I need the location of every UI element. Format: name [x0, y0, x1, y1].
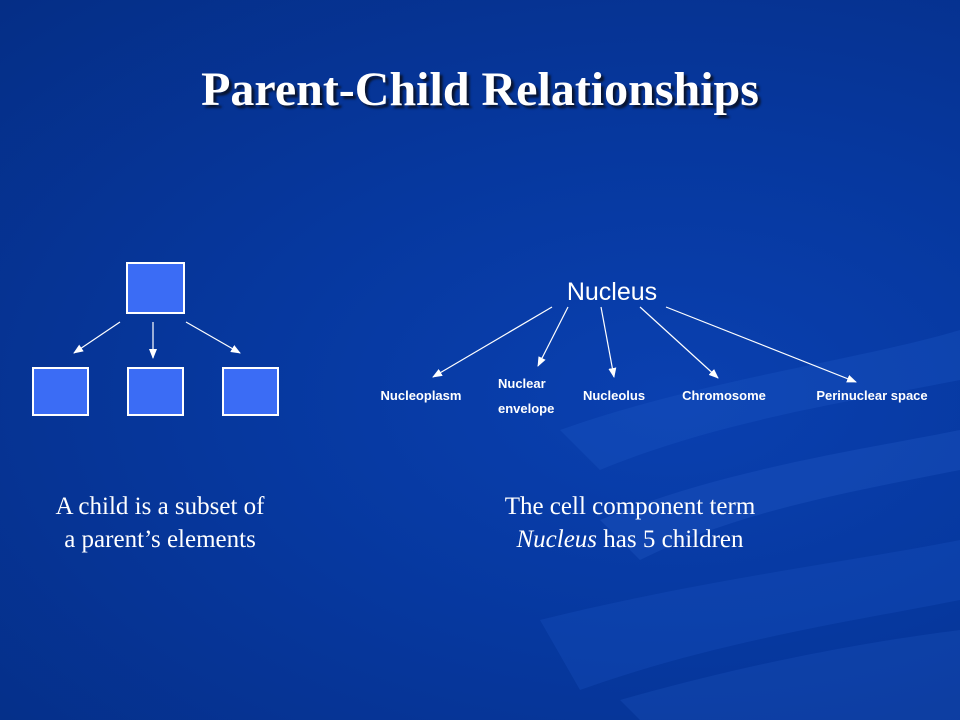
child-node-nucleolus: Nucleolus [583, 388, 645, 403]
nucleus-tree: Nucleus Nucleoplasm Nuclear envelope Nuc… [381, 278, 928, 416]
child-node-nuclear-envelope-line1: Nuclear [498, 376, 546, 391]
right-caption-line2: Nucleus has 5 children [440, 523, 820, 556]
parent-box [126, 262, 185, 314]
nucleus-term-italic: Nucleus [516, 526, 598, 553]
right-caption-line1: The cell component term [504, 493, 756, 520]
arrow-to-child-3 [185, 321, 241, 354]
generic-tree [32, 262, 279, 416]
root-node-nucleus: Nucleus [567, 278, 657, 306]
arrow-to-child-1 [73, 321, 121, 354]
child-box-2 [127, 367, 184, 416]
left-caption: A child is a subset of a parent’s elemen… [0, 490, 320, 556]
arrow-to-nucleolus [600, 306, 617, 378]
arrow-to-chromosome [639, 306, 719, 379]
right-caption: The cell component term Nucleus has 5 ch… [440, 490, 820, 556]
child-box-3 [222, 367, 279, 416]
arrow-to-nucleoplasm [432, 306, 553, 378]
left-caption-line1: A child is a subset of [55, 493, 265, 520]
slide-title: Parent-Child Relationships [201, 63, 759, 116]
arrow-to-nuclear-envelope [537, 306, 569, 367]
child-box-1 [32, 367, 89, 416]
arrow-to-perinuclear-space [665, 306, 857, 383]
child-node-perinuclear-space: Perinuclear space [816, 388, 927, 403]
left-caption-line2: a parent’s elements [64, 526, 256, 553]
child-node-nucleoplasm: Nucleoplasm [381, 388, 462, 403]
child-node-chromosome: Chromosome [682, 388, 766, 403]
child-node-nuclear-envelope-line2: envelope [498, 401, 554, 416]
right-caption-line2-rest: has 5 children [597, 526, 744, 553]
